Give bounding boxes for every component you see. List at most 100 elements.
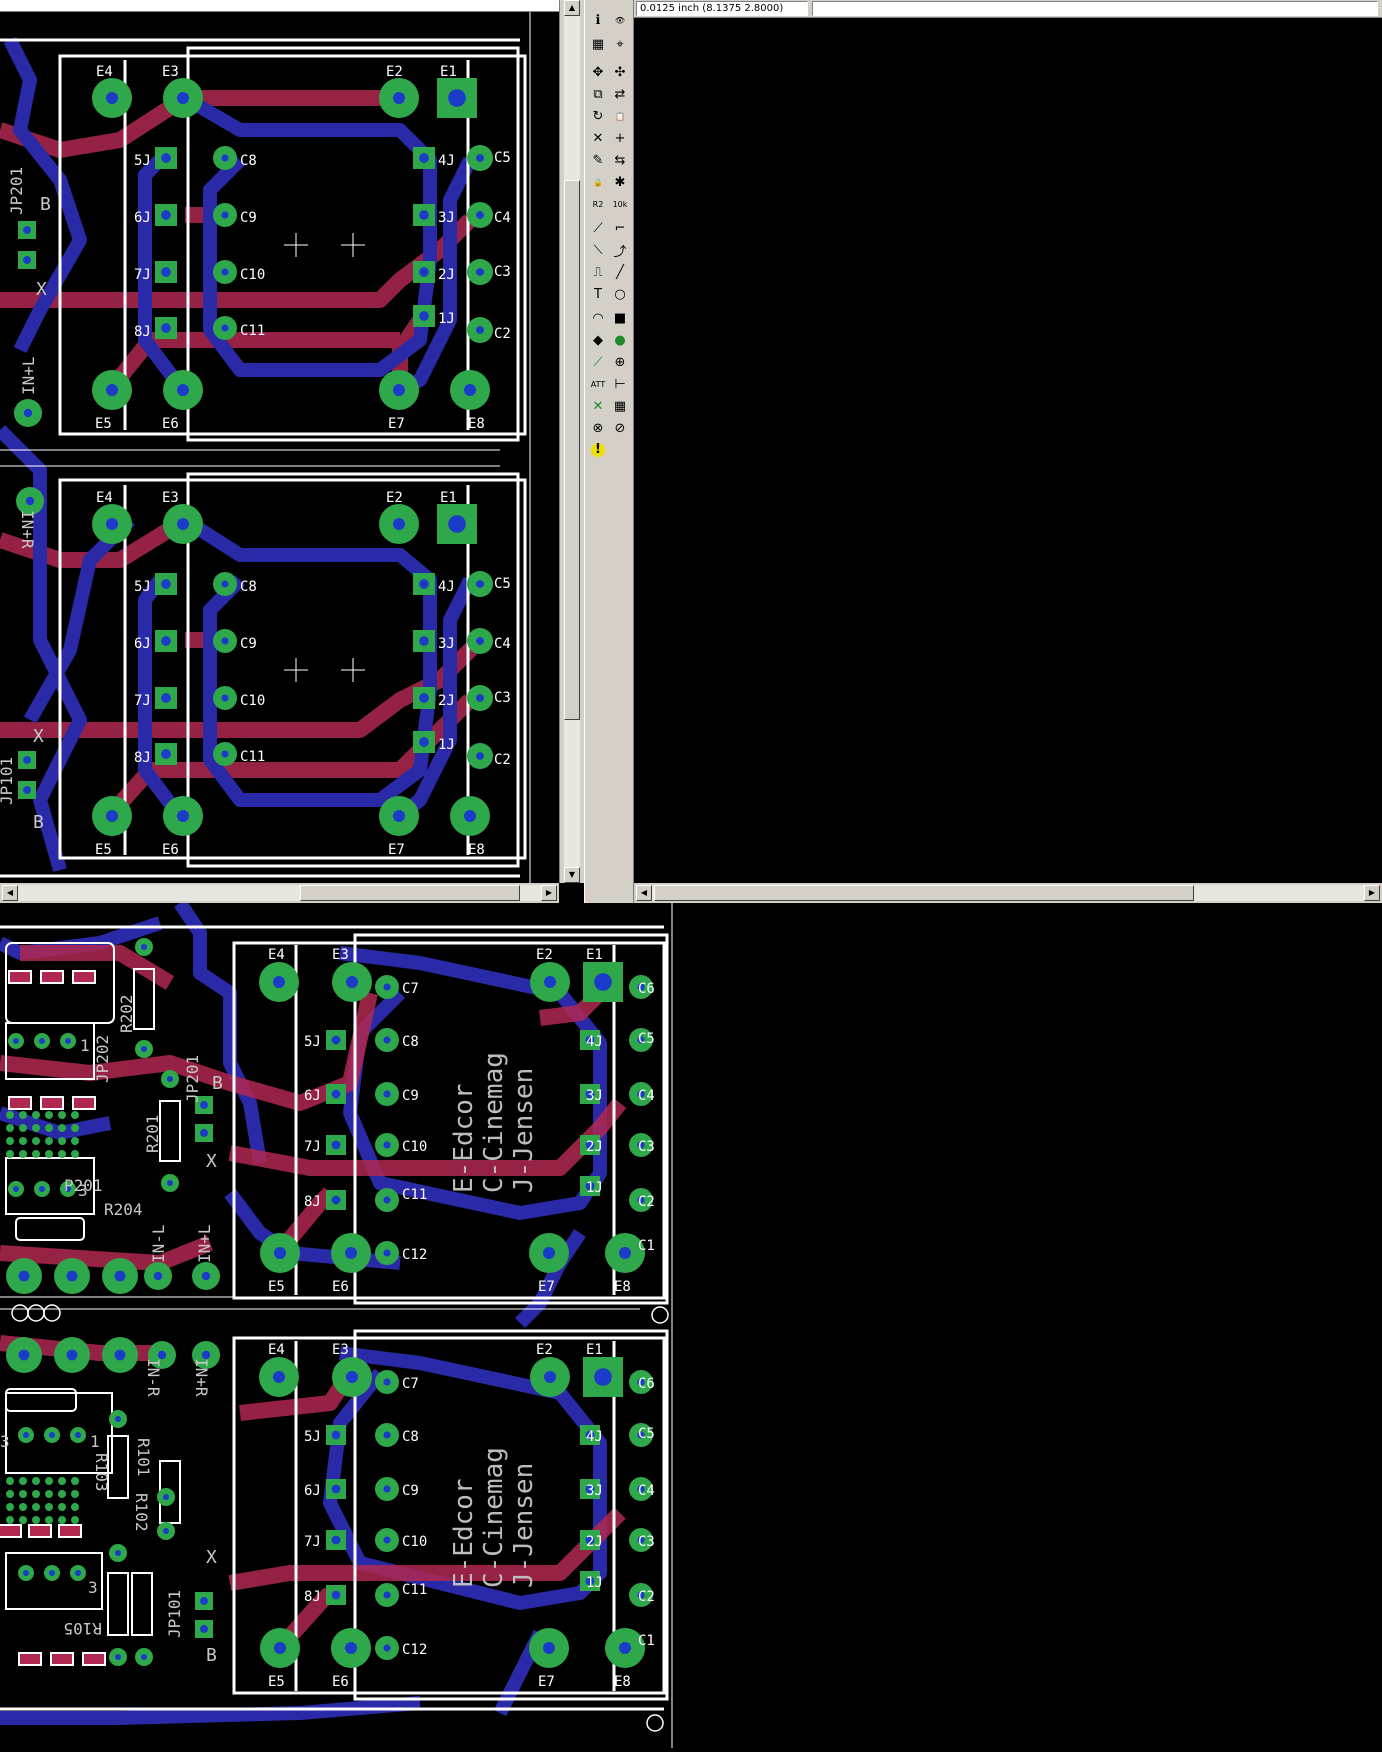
copy-icon[interactable]: ⧉ (588, 84, 608, 104)
smd-resistor-body (0, 1526, 20, 1536)
scroll-up-button[interactable]: ▲ (564, 0, 580, 16)
display-layers-icon[interactable]: ▦ (588, 34, 608, 54)
change-icon[interactable]: ✎ (588, 150, 608, 170)
via-icon[interactable]: ● (610, 330, 630, 350)
drill-hole (476, 326, 484, 334)
dimension-icon[interactable]: ⊢ (610, 374, 630, 394)
scroll-right-button[interactable]: ▶ (541, 885, 557, 901)
drill-hole (161, 323, 171, 333)
rect-icon[interactable]: ■ (610, 308, 630, 328)
drill-hole (161, 693, 171, 703)
ripup-icon[interactable]: ⎍ (588, 262, 608, 282)
attribute-icon[interactable]: ATT (588, 374, 608, 394)
smd-resistor-body (42, 1098, 62, 1108)
pad-label-p4j: 4J (586, 1429, 603, 1445)
drill-hole (115, 1416, 121, 1422)
info-icon[interactable]: ℹ (588, 10, 608, 30)
move-icon[interactable]: ✥ (588, 62, 608, 82)
show-icon[interactable]: 👁 (610, 10, 630, 30)
pad-label-c12: C12 (402, 1247, 427, 1263)
scroll-thumb[interactable] (654, 885, 1194, 901)
name-icon[interactable]: R2 (588, 194, 608, 214)
command-line[interactable] (812, 1, 1378, 16)
pad-label-p5j: 5J (134, 579, 151, 595)
drill-hole (594, 1368, 612, 1386)
drc-glyph: ⊘ (614, 420, 626, 436)
smash-icon[interactable]: ✱ (610, 172, 630, 192)
optimize-icon[interactable]: ⟍ (588, 240, 608, 260)
rotate-icon[interactable]: ↻ (588, 106, 608, 126)
delete-icon[interactable]: ✕ (588, 128, 608, 148)
wire-icon[interactable]: ╱ (610, 262, 630, 282)
drill-hole (273, 1371, 285, 1383)
erc-icon[interactable]: ⊗ (588, 418, 608, 438)
label-in-r: IN+R (192, 1358, 211, 1397)
trace (181, 91, 437, 377)
text-icon[interactable]: T (588, 284, 608, 304)
drill-hole (177, 518, 189, 530)
split-glyph: ⟋ (593, 220, 603, 236)
pad-label-c6: C6 (638, 981, 655, 997)
mark-icon[interactable]: ⌖ (610, 34, 630, 54)
value-icon[interactable]: 10k (610, 194, 630, 214)
scroll-left-button[interactable]: ◀ (636, 885, 652, 901)
label-r201: R201 (143, 1114, 162, 1153)
autorouter-icon[interactable]: ▦ (610, 396, 630, 416)
drill-hole (383, 1431, 391, 1439)
info-glyph: ℹ (595, 12, 601, 28)
drill-hole (393, 92, 405, 104)
pad-label-c5: C5 (494, 576, 511, 592)
scroll-thumb[interactable] (300, 885, 520, 901)
add-glyph: + (614, 130, 626, 146)
drill-hole (66, 1270, 78, 1282)
polygon-icon[interactable]: ◆ (588, 330, 608, 350)
miter-icon[interactable]: ⌐ (610, 218, 630, 238)
pad-label-p3j: 3J (586, 1088, 603, 1104)
label-pin1-b: 1 (90, 1432, 100, 1451)
drill-hole (65, 1038, 71, 1044)
drc-icon[interactable]: ⊘ (610, 418, 630, 438)
ic-pin (32, 1124, 40, 1132)
trace (228, 1098, 627, 1176)
circle-icon[interactable]: ○ (610, 284, 630, 304)
smd-resistor-body (84, 1654, 104, 1664)
scroll-right-button[interactable]: ▶ (1364, 885, 1380, 901)
signal-icon[interactable]: ⟋ (588, 352, 608, 372)
drill-hole (201, 1271, 211, 1281)
pad-label-c9: C9 (240, 210, 257, 226)
paste-icon[interactable]: 📋 (610, 106, 630, 126)
drill-hole (25, 496, 35, 506)
split-icon[interactable]: ⟋ (588, 218, 608, 238)
drill-hole (383, 1196, 391, 1204)
scroll-down-button[interactable]: ▼ (564, 867, 580, 883)
arc-icon[interactable]: ◠ (588, 308, 608, 328)
lock-icon[interactable]: 🔒 (588, 172, 608, 192)
drill-hole (177, 810, 189, 822)
route-icon[interactable]: ⤴ (610, 240, 630, 260)
attribute-glyph: ATT (590, 379, 606, 389)
vertical-scrollbar[interactable]: ▲ ▼ (559, 0, 584, 883)
label-b-2: B (33, 812, 44, 833)
mirror-icon[interactable]: ⇄ (610, 84, 630, 104)
hole-icon[interactable]: ⊕ (610, 352, 630, 372)
drill-hole (75, 1432, 81, 1438)
scroll-left-button[interactable]: ◀ (2, 885, 18, 901)
label-in-l: IN+L (19, 356, 38, 395)
errors-icon[interactable]: ! (588, 440, 608, 460)
scroll-thumb[interactable] (564, 180, 580, 720)
label-pin3: 3 (78, 1181, 88, 1200)
drill-hole (331, 1035, 341, 1045)
horizontal-scrollbar[interactable]: ◀ ▶ (634, 883, 1382, 903)
label-b: B (40, 194, 51, 215)
replace-icon[interactable]: ⇆ (610, 150, 630, 170)
pad-label-c11: C11 (402, 1582, 427, 1598)
origin-marks (284, 233, 365, 682)
group-icon[interactable]: ✣ (610, 62, 630, 82)
ratsnest-icon[interactable]: ✕ (588, 396, 608, 416)
horizontal-scrollbar[interactable]: ◀ ▶ (0, 883, 559, 903)
add-icon[interactable]: + (610, 128, 630, 148)
